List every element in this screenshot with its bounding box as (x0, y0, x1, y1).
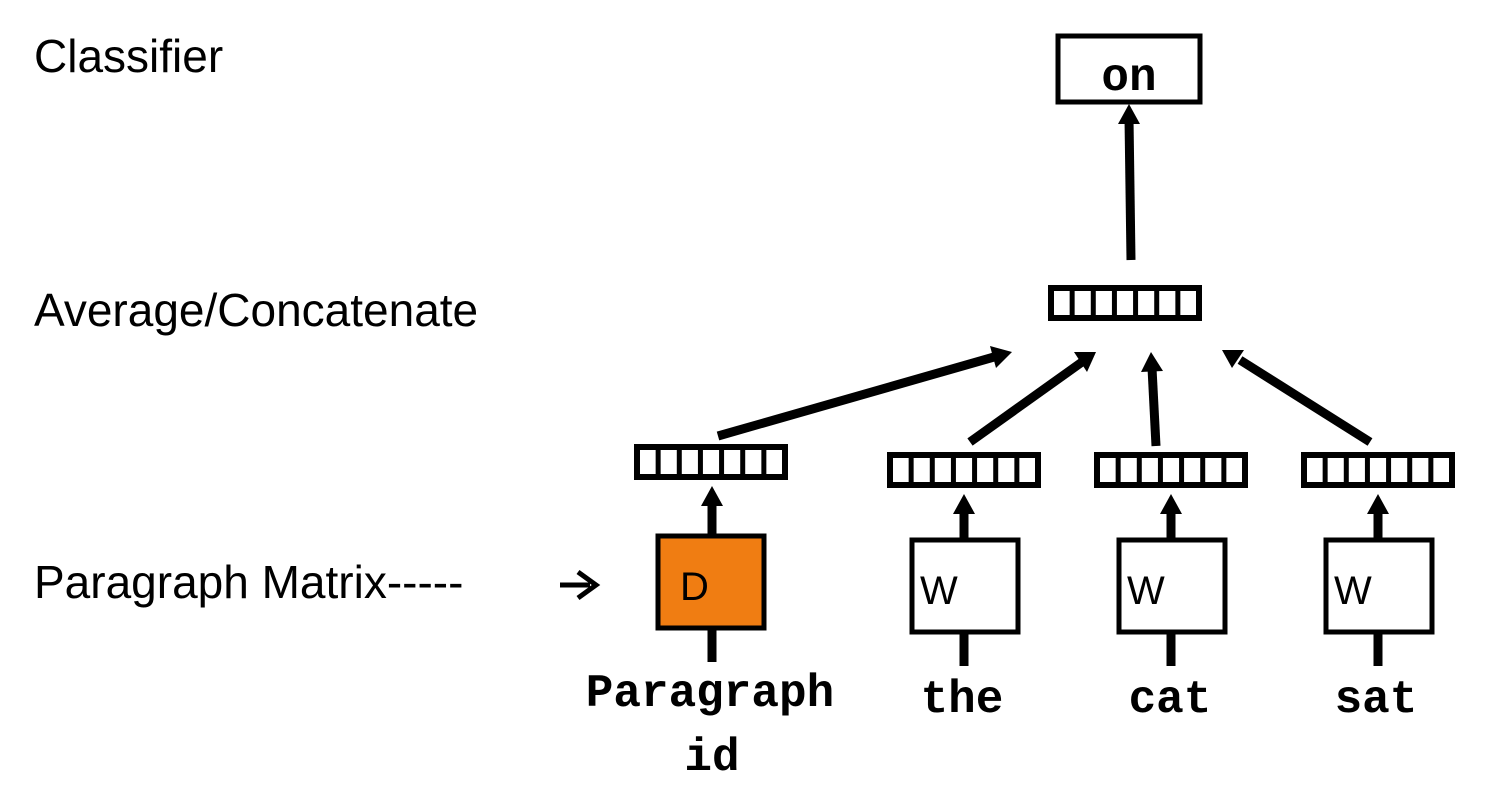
word-vector-the (887, 452, 1041, 488)
word-matrix-letter: W (1127, 569, 1165, 613)
paragraph-matrix-pointer-arrow (560, 569, 601, 601)
output-word: on (1101, 52, 1156, 104)
input-word-the: the (921, 674, 1004, 726)
input-word-cat: cat (1129, 674, 1212, 726)
arrow-d-to-vector (701, 486, 723, 536)
arrow-w-the-to-vector (953, 494, 975, 540)
vector-outline (1301, 452, 1455, 488)
arrow-paragraph-to-combined (716, 346, 1012, 441)
average-concatenate-label: Average/Concatenate (34, 284, 478, 336)
paragraph-input-line2: id (684, 732, 739, 784)
word-matrix-letter: W (1334, 569, 1372, 613)
word-matrix-letter: W (920, 569, 958, 613)
output-box: on (1055, 33, 1203, 105)
arrow-the-to-combined (967, 352, 1096, 446)
vector-outline (887, 452, 1041, 488)
combined-vector (1048, 285, 1202, 321)
arrow-sat-to-combined (1222, 350, 1373, 446)
word-vector-sat (1301, 452, 1455, 488)
vector-outline (1094, 452, 1248, 488)
paragraph-matrix-box: D (655, 533, 767, 631)
arrow-w-cat-to-vector (1160, 494, 1182, 540)
paragraph-input-line1: Paragraph (586, 668, 834, 720)
word-matrix-box-cat: W (1116, 537, 1228, 635)
paragraph-vector (634, 444, 788, 480)
input-word-sat: sat (1335, 674, 1418, 726)
vector-outline (1048, 285, 1202, 321)
word-vector-cat (1094, 452, 1248, 488)
arrow-w-sat-to-vector (1367, 494, 1389, 540)
classifier-label: Classifier (34, 30, 223, 82)
word-matrix-box-sat: W (1323, 537, 1435, 635)
vector-outline (634, 444, 788, 480)
paragraph-matrix-letter: D (680, 565, 709, 609)
word-matrix-box-the: W (909, 537, 1021, 635)
arrow-cat-to-combined (1141, 352, 1163, 447)
arrow-combined-to-output (1118, 104, 1140, 261)
paragraph-matrix-label: Paragraph Matrix----- (34, 556, 463, 608)
